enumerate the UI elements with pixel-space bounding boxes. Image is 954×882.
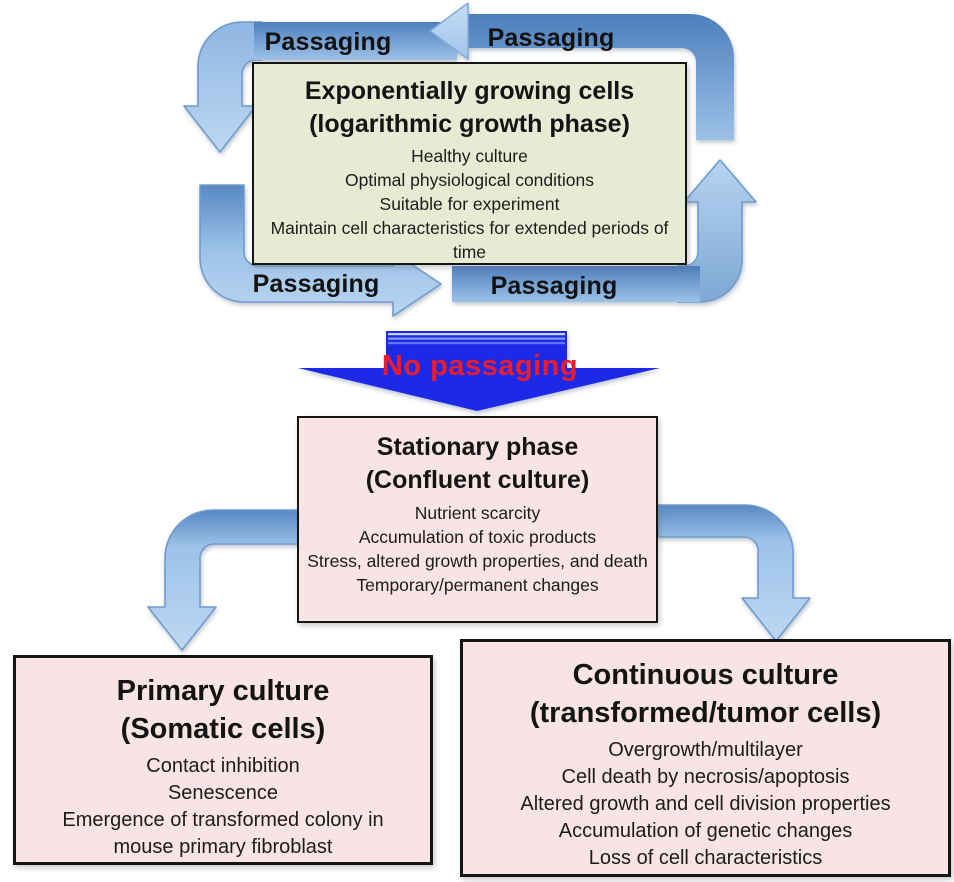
box-title-line1: Primary culture — [116, 675, 330, 707]
box-continuous-culture: Continuous culture (transformed/tumor ce… — [460, 639, 951, 877]
box-exponential-growing-cells: Exponentially growing cells (logarithmic… — [252, 62, 687, 265]
detail-line: Accumulation of genetic changes — [558, 820, 853, 842]
box-details: Contact inhibition Senescence Emergence … — [16, 753, 430, 861]
detail-line: Nutrient scarcity — [414, 503, 541, 523]
branch-arrow-right — [657, 504, 811, 642]
box-title-line2: (Somatic cells) — [120, 713, 326, 745]
passaging-label-top-right: Passaging — [487, 24, 615, 52]
box-title-line1: Continuous culture — [572, 659, 839, 691]
passaging-label-top-left: Passaging — [264, 28, 392, 56]
box-details: Healthy culture Optimal physiological co… — [254, 144, 685, 264]
box-details: Overgrowth/multilayer Cell death by necr… — [463, 737, 948, 872]
detail-line: Suitable for experiment — [379, 194, 560, 214]
box-title-line2: (Confluent culture) — [365, 466, 590, 494]
arrow-stripe — [388, 342, 565, 345]
detail-line: Loss of cell characteristics — [588, 847, 823, 869]
detail-line: Accumulation of toxic products — [358, 527, 597, 547]
detail-line: Overgrowth/multilayer — [608, 739, 803, 761]
branch-arrows — [147, 504, 811, 651]
cycle-arrow-bottom-right-band — [452, 266, 700, 302]
arrow-stripe — [388, 333, 565, 336]
box-title-line1: Stationary phase — [376, 433, 579, 461]
detail-line: Contact inhibition — [146, 755, 300, 777]
detail-line: Healthy culture — [411, 146, 528, 166]
no-passaging-label: No passaging — [381, 350, 579, 382]
detail-line: Cell death by necrosis/apoptosis — [561, 766, 850, 788]
box-primary-culture: Primary culture (Somatic cells) Contact … — [13, 655, 433, 865]
no-passaging-arrow-body — [298, 331, 660, 411]
passaging-cycle-arrows — [183, 2, 757, 317]
box-title-line2: (transformed/tumor cells) — [529, 697, 882, 729]
cycle-arrow-bottom-left — [199, 184, 442, 317]
arrow-stripe — [388, 337, 565, 340]
box-stationary-phase: Stationary phase (Confluent culture) Nut… — [297, 416, 658, 623]
cycle-arrow-top-left-band — [254, 22, 457, 60]
detail-line: Optimal physiological conditions — [344, 170, 595, 190]
detail-line: Senescence — [167, 782, 279, 804]
cycle-arrow-top-right-head — [429, 2, 469, 60]
detail-line: Temporary/permanent changes — [356, 575, 599, 595]
cycle-arrow-top-left-curve — [183, 21, 263, 153]
detail-line: Maintain cell characteristics for extend… — [270, 218, 669, 262]
box-details: Nutrient scarcity Accumulation of toxic … — [299, 501, 656, 597]
passaging-label-bottom-left: Passaging — [252, 270, 380, 298]
box-title-line2: (logarithmic growth phase) — [309, 110, 630, 138]
no-passaging-arrow — [298, 331, 660, 411]
branch-arrow-left — [147, 509, 299, 651]
cycle-arrow-top-right-band — [466, 14, 734, 140]
detail-line: Emergence of transformed colony in mouse… — [62, 809, 384, 858]
detail-line: Altered growth and cell division propert… — [520, 793, 891, 815]
passaging-label-bottom-right: Passaging — [490, 272, 618, 300]
detail-line: Stress, altered growth properties, and d… — [307, 551, 648, 571]
box-title-line1: Exponentially growing cells — [304, 77, 635, 105]
